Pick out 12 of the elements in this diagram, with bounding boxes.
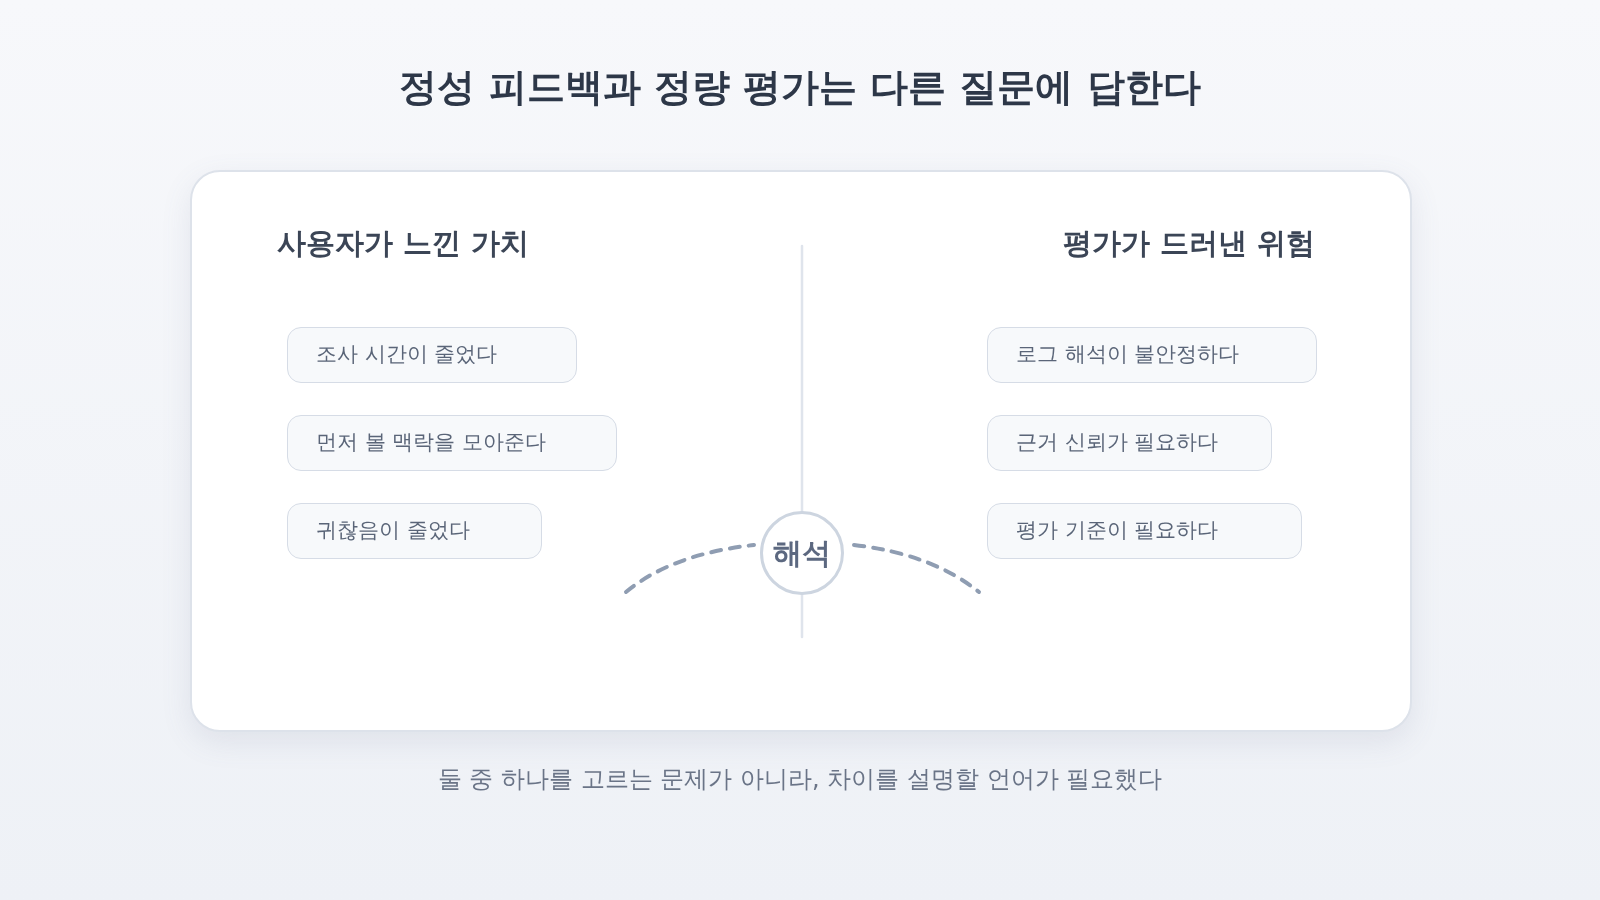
- interpretation-circle: 해석: [760, 511, 844, 595]
- card-background: [190, 170, 1412, 732]
- text-pill: 근거 신뢰가 필요하다: [987, 415, 1272, 471]
- text-pill: 평가 기준이 필요하다: [987, 503, 1302, 559]
- text-pill: 로그 해석이 불안정하다: [987, 327, 1317, 383]
- column-heading: 평가가 드러낸 위험: [1062, 225, 1315, 262]
- title-text: 정성 피드백과 정량 평가는 다른 질문에 답한다: [398, 64, 1202, 111]
- caption-text: 둘 중 하나를 고르는 문제가 아니라, 차이를 설명할 언어가 필요했다: [436, 764, 1164, 795]
- text-pill: 먼저 볼 맥락을 모아준다: [287, 415, 617, 471]
- text-pill: 귀찮음이 줄었다: [287, 503, 542, 559]
- text-pill: 조사 시간이 줄었다: [287, 327, 577, 383]
- column-heading: 사용자가 느낀 가치: [277, 225, 530, 262]
